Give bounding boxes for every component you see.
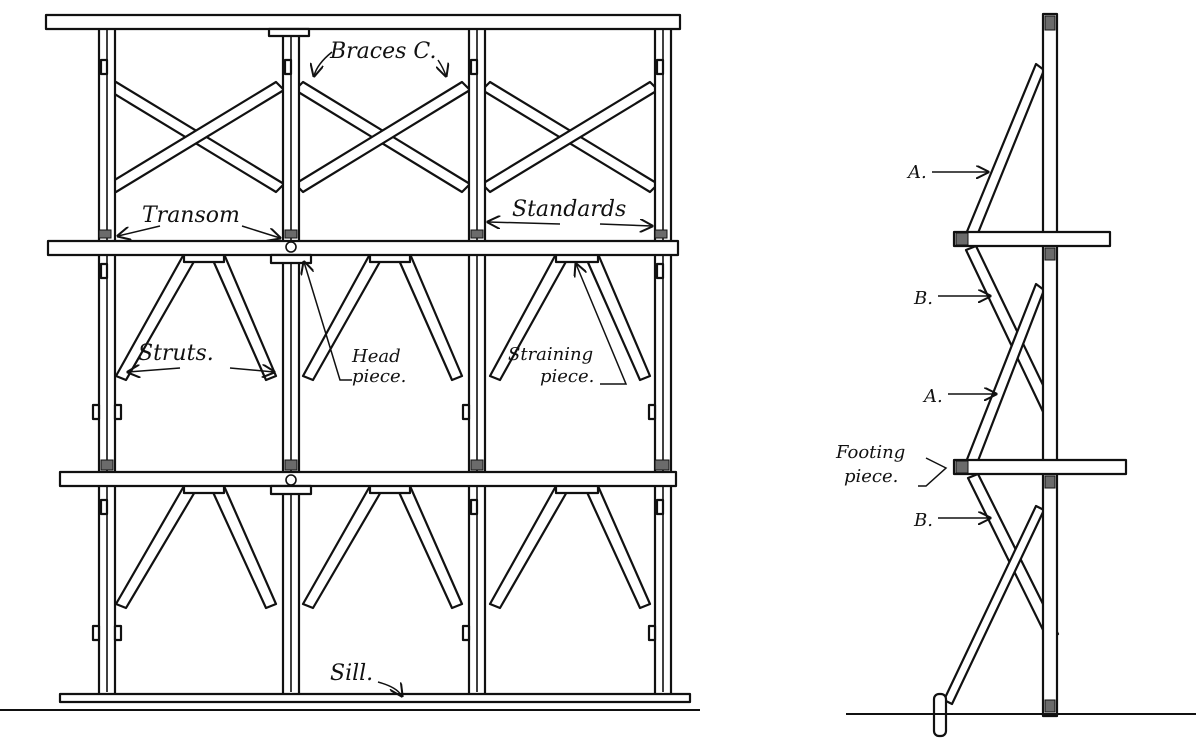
side-transom-upper — [952, 230, 1112, 248]
front-elevation: Braces C. Transom Standards Struts. Head… — [0, 13, 700, 711]
label-a-lower: A. — [922, 386, 943, 407]
middle-transom — [46, 239, 680, 257]
cleats — [91, 58, 665, 642]
brace-a-upper — [964, 62, 1046, 240]
braces-top-bay — [106, 80, 660, 194]
sill-label: Sill. — [330, 661, 373, 686]
side-standard — [1041, 12, 1059, 718]
footing-piece-label-line2: piece. — [844, 466, 898, 487]
lower-transom — [58, 470, 678, 488]
struts-bottom-bay — [114, 483, 652, 610]
label-b-lower: B. — [913, 510, 933, 531]
head-piece-label-line1: Head — [351, 346, 401, 367]
braces-label: Braces C. — [329, 39, 436, 64]
top-head-piece — [267, 27, 311, 38]
side-transom-lower — [952, 458, 1128, 476]
footing-piece-label-line1: Footing — [835, 442, 905, 463]
label-a-upper: A. — [906, 162, 927, 183]
straining-piece-label-line1: Straining — [508, 344, 593, 365]
top-transom — [44, 13, 682, 31]
transom-label: Transom — [142, 203, 240, 228]
standards-label: Standards — [512, 197, 626, 222]
straining-piece-label-line2: piece. — [540, 366, 594, 387]
head-piece-label-line2: piece. — [352, 366, 406, 387]
struts-label: Struts. — [138, 341, 214, 366]
struts-middle-bay — [114, 250, 652, 382]
sill — [58, 692, 692, 704]
raking-shore — [942, 504, 1046, 706]
side-elevation: A. B. A. B. Footing piece. — [835, 12, 1196, 738]
post-end-sections — [98, 229, 670, 471]
head-piece — [269, 253, 313, 265]
standards — [97, 24, 673, 698]
label-b-upper: B. — [913, 288, 933, 309]
